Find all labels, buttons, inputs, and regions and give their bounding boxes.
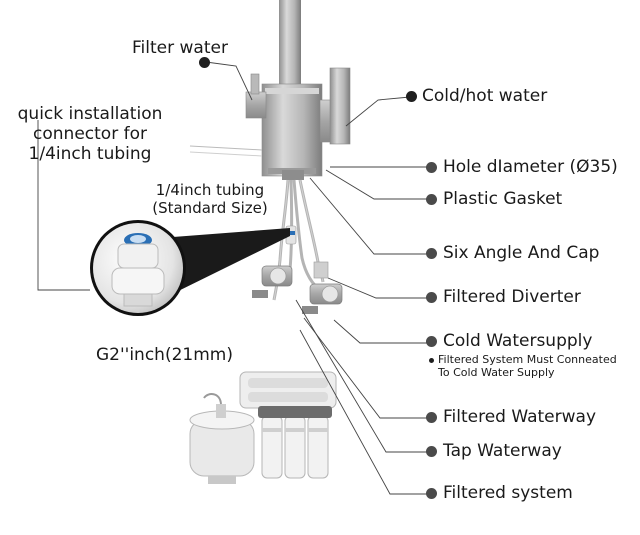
note-line-2: To Cold Water Supply	[438, 366, 555, 379]
quick-connector-label-2: connector for	[33, 124, 147, 144]
angle-valves	[252, 261, 343, 314]
filtered-system-dot	[426, 488, 437, 499]
filter-water-dot	[199, 57, 210, 68]
six-angle-label: Six Angle And Cap	[443, 243, 600, 263]
tap-waterway-dot	[426, 446, 437, 457]
plastic-gasket-label: Plastic Gasket	[443, 189, 563, 209]
connector-magnified	[90, 220, 186, 316]
tubing-label-2: (Standard Size)	[152, 199, 268, 217]
hole-diameter-label: Hole dIameter (Ø35)	[443, 157, 618, 177]
hole-diameter-dot	[426, 162, 437, 173]
filter-water-label: Filter water	[132, 38, 228, 58]
filtered-waterway-label: Filtered Waterway	[443, 407, 597, 427]
filtered-waterway-dot	[426, 412, 437, 423]
filtered-system-label: Filtered system	[443, 483, 573, 503]
tap-waterway-label: Tap Waterway	[443, 441, 562, 461]
filtered-diverter-dot	[426, 292, 437, 303]
leader-lines	[37, 61, 432, 495]
note-line-1: Filtered System Must Conneated	[438, 353, 617, 366]
cold-watersupply-label: Cold Watersupply	[443, 331, 593, 351]
cold-hot-dot	[406, 91, 417, 102]
quick-connector-label-3: 1/4inch tubing	[28, 144, 152, 164]
filter-water-lever	[245, 73, 267, 119]
g2-inch-label: G2''inch(21mm)	[96, 345, 233, 365]
tubing-label-1: 1/4inch tubing	[155, 181, 265, 199]
filter-system	[189, 371, 337, 484]
filtered-diverter-label: Filtered Diverter	[443, 287, 581, 307]
zoom-callout	[160, 228, 290, 300]
quick-connector-label-1: quick installation	[17, 104, 163, 124]
six-angle-dot	[426, 248, 437, 259]
cold-hot-label: Cold/hot water	[422, 86, 548, 106]
plastic-gasket-dot	[426, 194, 437, 205]
note-bullet	[429, 358, 434, 363]
faucet-spout	[279, 0, 301, 92]
cold-hot-handle	[319, 67, 351, 145]
faucet-body	[261, 83, 323, 177]
cold-watersupply-dot	[426, 336, 437, 347]
